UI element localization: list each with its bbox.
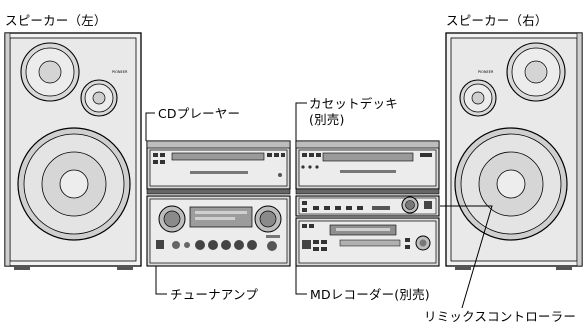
leader-remix-controller xyxy=(440,205,493,309)
cassette-deck xyxy=(295,140,440,195)
label-remix-controller: リミックスコントローラー xyxy=(424,309,577,324)
label-speaker-left: スピーカー（左） xyxy=(5,13,107,28)
label-speaker-right: スピーカー（右） xyxy=(446,13,548,28)
leader-tuner-amp xyxy=(155,266,167,295)
label-md-recorder: MDレコーダー(別売) xyxy=(310,287,430,302)
label-cd-player: CDプレーヤー xyxy=(158,106,241,121)
leader-cassette-deck xyxy=(295,102,307,141)
speaker-left-brand: PIONEER xyxy=(112,70,128,74)
cd-player xyxy=(146,140,291,195)
speaker-right-brand: PIONEER xyxy=(478,70,494,74)
tuner-amp xyxy=(146,195,291,267)
leader-cd-player xyxy=(145,112,155,141)
speaker-right: PIONEER xyxy=(445,32,583,270)
speaker-left: PIONEER xyxy=(4,32,142,270)
remix-controller xyxy=(295,195,440,217)
label-cassette-deck-line1: カセットデッキ xyxy=(309,96,398,111)
label-tuner-amp: チューナアンプ xyxy=(170,287,259,302)
md-recorder xyxy=(295,217,440,267)
leader-md-recorder xyxy=(295,266,307,295)
leader-lines xyxy=(145,102,493,309)
label-cassette-deck-line2: (別売) xyxy=(309,112,345,127)
